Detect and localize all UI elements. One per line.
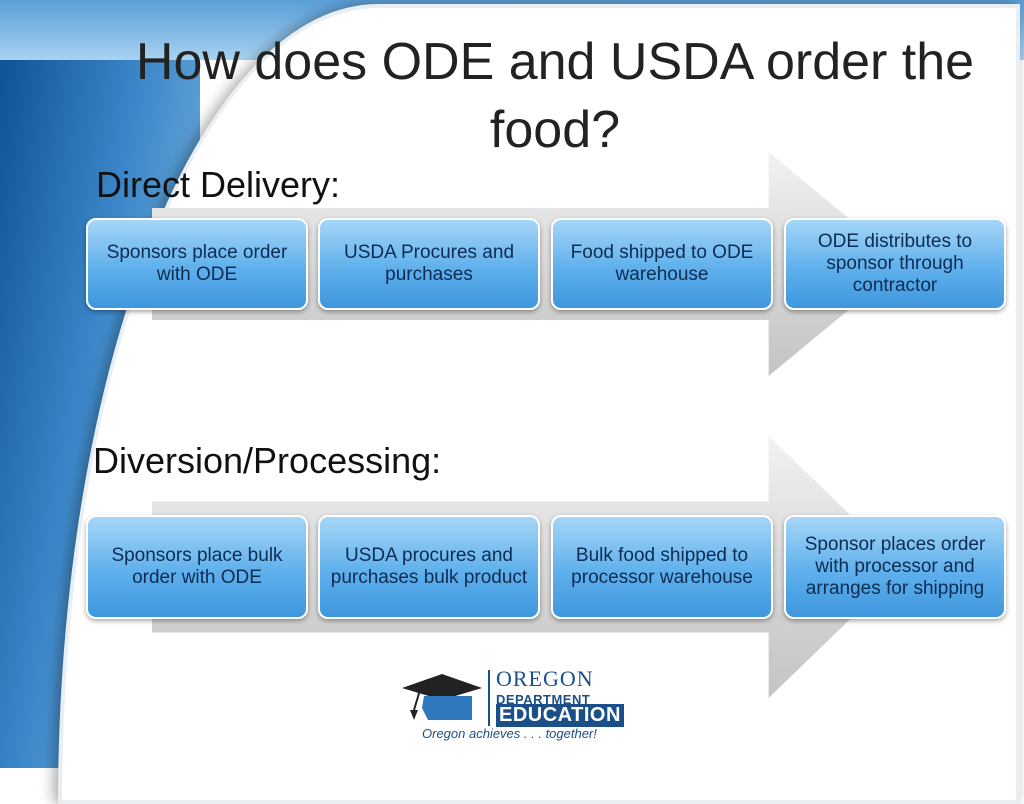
graduation-cap-state-icon — [402, 674, 482, 720]
logo-oregon-text: OREGON — [496, 666, 594, 691]
direct-step-3: Food shipped to ODE warehouse — [551, 218, 773, 310]
diversion-step-2: USDA procures and purchases bulk product — [318, 515, 540, 619]
logo-education-text: EDUCATION — [496, 704, 624, 727]
diversion-processing-label: Diversion/Processing: — [93, 440, 442, 481]
direct-step-1: Sponsors place order with ODE — [86, 218, 308, 310]
diversion-step-1: Sponsors place bulk order with ODE — [86, 515, 308, 619]
direct-step-4: ODE distributes to sponsor through contr… — [784, 218, 1006, 310]
direct-delivery-label: Direct Delivery: — [96, 164, 341, 205]
diversion-step-4: Sponsor places order with processor and … — [784, 515, 1006, 619]
slide-title: How does ODE and USDA order the food? — [135, 33, 975, 159]
logo-tagline: Oregon achieves . . . together! — [422, 726, 597, 741]
diversion-step-3: Bulk food shipped to processor warehouse — [551, 515, 773, 619]
oregon-education-logo: OREGON DEPARTMENT OF EDUCATION Oregon ac… — [400, 666, 624, 750]
direct-step-2: USDA Procures and purchases — [318, 218, 540, 310]
logo-divider — [488, 670, 490, 726]
